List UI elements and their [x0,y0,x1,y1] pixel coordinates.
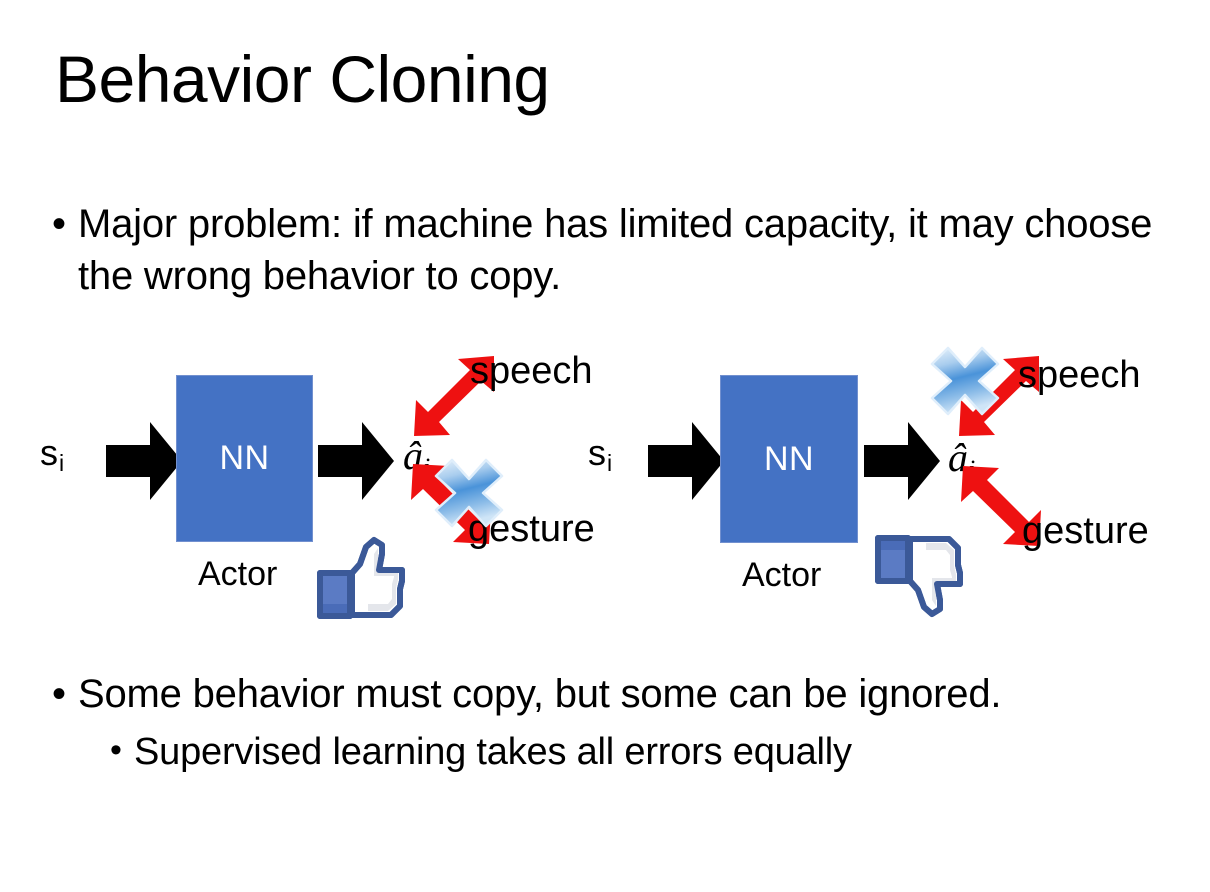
nn-box-actor: NN [176,375,313,542]
double-arrow-icon-speech [408,350,504,446]
diagram-negative-case: si NN Actor âi [570,340,1190,630]
bullet-bottom-level1: • Some behavior must copy, but some can … [52,668,1182,720]
state-label-subscript: i [59,450,65,476]
arrow-right-icon-input [106,418,182,504]
arrow-right-icon-input [648,418,724,504]
bullet-bottom-level1-text: Some behavior must copy, but some can be… [78,672,1002,716]
cross-out-icon-gesture [432,456,506,530]
state-label-input: si [40,435,64,475]
state-label-base: s [40,432,58,473]
bullet-top: • Major problem: if machine has limited … [52,198,1162,302]
state-label-base: s [588,432,606,473]
double-arrow-icon-speech [953,350,1049,446]
bullet-top-text: Major problem: if machine has limited ca… [78,202,1153,298]
bullet-marker-icon: • [110,731,122,769]
double-arrow-icon-gesture [953,460,1049,556]
bullet-bottom-level2-text: Supervised learning takes all errors equ… [134,731,852,773]
output-label-speech: speech [470,350,593,392]
arrow-right-icon-output [864,418,940,504]
bullet-marker-icon: • [52,202,67,246]
nn-box-label: NN [763,439,815,478]
state-label-input: si [588,435,612,475]
bullet-bottom-level2: • Supervised learning takes all errors e… [110,728,1180,777]
thumbs-up-icon [316,536,408,624]
output-label-speech: speech [1018,354,1141,396]
cross-out-icon-speech [928,344,1002,418]
diagram-positive-case: si NN Actor âi [20,340,620,630]
thumbs-down-icon [874,530,966,618]
arrow-right-icon-output [318,418,394,504]
nn-box-actor: NN [720,375,858,543]
nn-box-label: NN [219,439,270,477]
page-title: Behavior Cloning [55,42,550,116]
bullet-marker-icon: • [52,672,67,716]
actor-label: Actor [198,555,278,593]
state-label-subscript: i [607,450,613,476]
output-label-gesture: gesture [1022,510,1149,552]
actor-label: Actor [742,556,822,594]
